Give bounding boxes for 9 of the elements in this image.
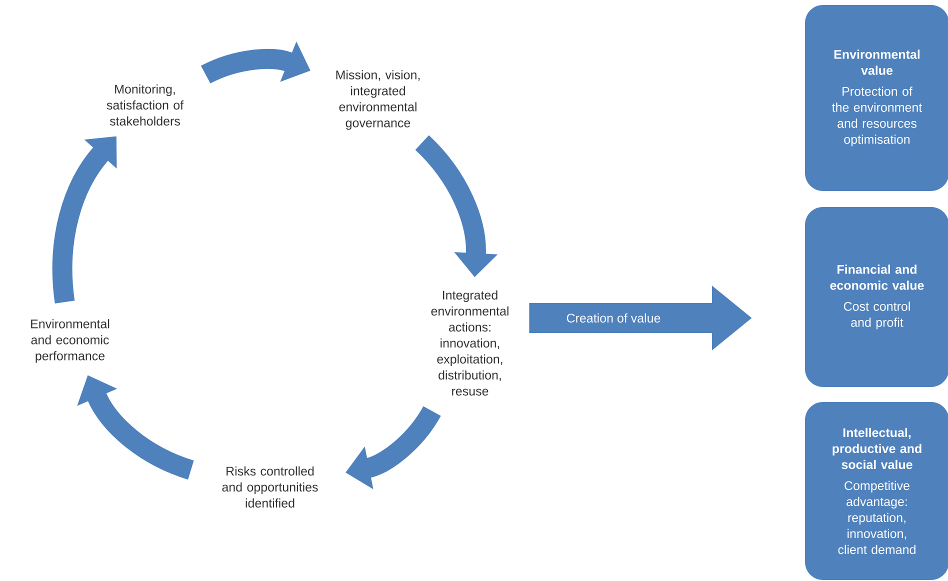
stage-text: Mission, vision, integrated environmental governance [336,70,420,130]
stage-text: Monitoring, satisfaction of stakeholders [106,84,184,126]
value-box: Intellectual, productive and social value Competitive advantage: reputation, innovation, client demand [805,402,948,580]
edge-label: Creation of value [566,313,660,323]
stage-text: Risks controlled and opportunities identified [222,466,318,508]
stage-text: Integrated environmental actions: innovation, exploitation, distribution, resuse [431,290,508,396]
value-box: Financial and economic value Cost control and profit [805,207,948,387]
stage-text: Environmental and economic performance [31,319,110,363]
value-box: Environmental value Protection of the environment and resources optimisation [805,5,948,191]
